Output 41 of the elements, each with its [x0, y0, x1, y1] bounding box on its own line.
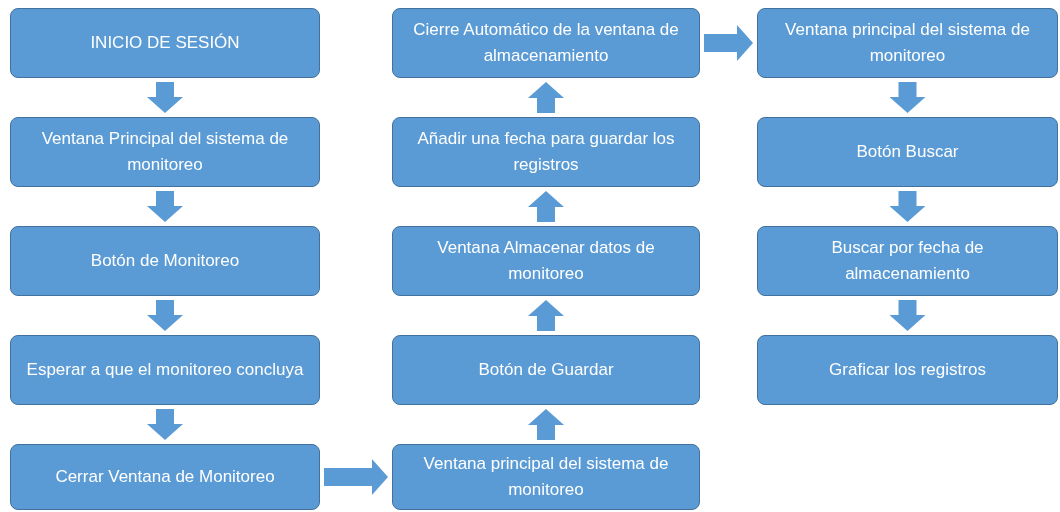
block-arrow: [324, 459, 388, 495]
box-label: Cerrar Ventana de Monitoreo: [55, 466, 275, 488]
box-label: Cierre Automático de la ventana de almacenamiento: [412, 19, 680, 67]
process-box: [10, 117, 320, 187]
block-arrow: [528, 191, 564, 222]
process-box: [10, 226, 320, 296]
process-box: [757, 335, 1058, 405]
process-box: [392, 335, 700, 405]
process-box: [10, 444, 320, 510]
box-label: Ventana principal del sistema de monitoreo: [784, 19, 1031, 67]
block-arrow: [147, 300, 183, 331]
process-box: [757, 117, 1058, 187]
box-label: Botón de Monitoreo: [90, 250, 240, 272]
process-box: [392, 444, 700, 510]
box-label: Graficar los registros: [829, 359, 986, 381]
block-arrow: [147, 191, 183, 222]
block-arrow: [528, 82, 564, 113]
block-arrow: [704, 25, 753, 61]
block-arrow: [889, 300, 926, 331]
box-label: Buscar por fecha de almacenamiento: [830, 237, 985, 285]
process-box: [392, 226, 700, 296]
process-box: [10, 8, 320, 78]
block-arrow: [147, 409, 183, 440]
process-box: [392, 8, 700, 78]
process-box: [10, 335, 320, 405]
box-label: Añadir una fecha para guardar los registros: [416, 128, 676, 176]
block-arrow: [528, 409, 564, 440]
box-label: INICIO DE SESIÓN: [90, 32, 240, 54]
process-box: [757, 226, 1058, 296]
box-label: Esperar a que el monitoreo concluya: [26, 359, 304, 381]
process-box: [392, 117, 700, 187]
process-box: [757, 8, 1058, 78]
block-arrow: [147, 82, 183, 113]
box-label: Ventana principal del sistema de monitoreo: [422, 453, 670, 501]
block-arrow: [528, 300, 564, 331]
block-arrow: [889, 191, 926, 222]
box-label: Ventana Almacenar datos de monitoreo: [436, 237, 656, 285]
box-label: Ventana Principal del sistema de monitoreo: [40, 128, 290, 176]
block-arrow: [889, 82, 926, 113]
box-label: Botón Buscar: [856, 141, 959, 163]
box-label: Botón de Guardar: [478, 359, 614, 381]
